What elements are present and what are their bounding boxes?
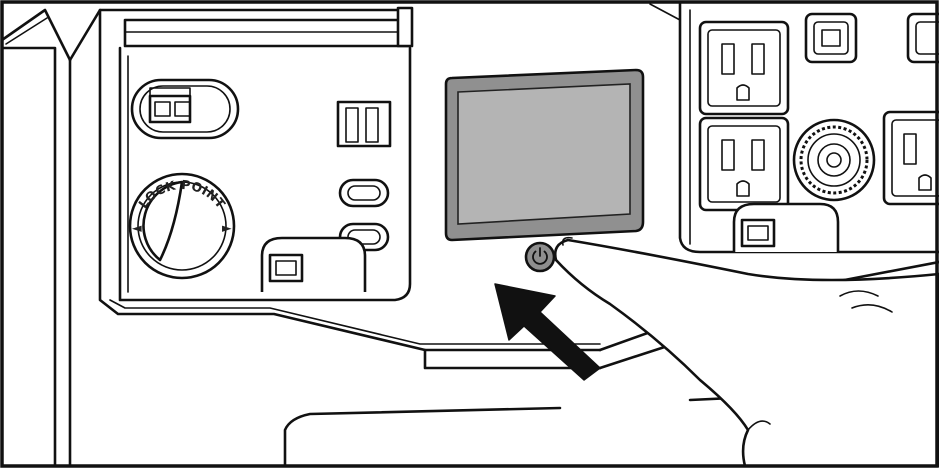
usb-c-ports <box>338 178 390 252</box>
lock-right-arrow: ► <box>222 220 232 235</box>
anderson-connector <box>130 78 240 140</box>
lock-point-knob: LOCK POINT ◄ ► <box>128 172 236 280</box>
round-socket <box>792 118 876 202</box>
power-icon <box>532 247 548 265</box>
ac-outlet-top <box>698 20 790 116</box>
arrow-up-left-icon <box>494 283 601 381</box>
lcd-screen <box>457 83 631 225</box>
ac-outlet-right <box>882 110 939 206</box>
right-panel-latch <box>732 202 840 252</box>
right-panel <box>649 0 939 254</box>
ac-outlet-bottom <box>698 116 790 212</box>
lock-left-arrow: ◄ <box>132 220 142 235</box>
power-button[interactable] <box>524 241 556 273</box>
square-socket <box>804 12 939 64</box>
left-panel: LOCK POINT ◄ ► <box>118 6 414 302</box>
dc-outlet <box>336 100 392 148</box>
lcd-display <box>444 68 645 242</box>
panel-latch <box>260 236 367 292</box>
